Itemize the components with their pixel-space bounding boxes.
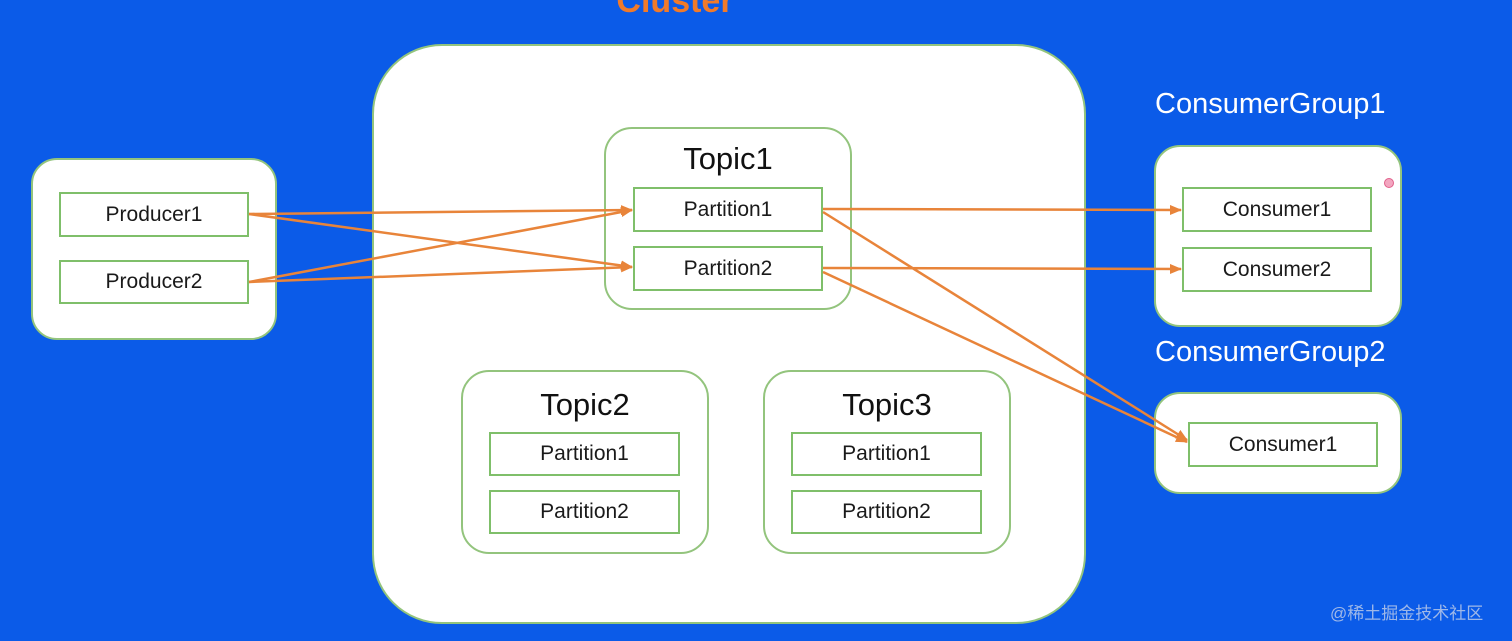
arrow-producer1-to-partition1 [248, 205, 633, 216]
topic1-partition2: Partition2 [633, 246, 823, 291]
cursor-dot-icon [1384, 178, 1394, 188]
producer1-box: Producer1 [59, 192, 249, 237]
arrow-producer2-to-partition2 [248, 262, 633, 284]
topic2-title: Topic2 [540, 387, 630, 422]
topic3-partition1: Partition1 [791, 432, 982, 476]
consumergroup2-consumer1: Consumer1 [1188, 422, 1378, 467]
topic1-title: Topic1 [683, 141, 773, 176]
topic1-partition1: Partition1 [633, 187, 823, 232]
watermark-text: @稀土掘金技术社区 [1330, 604, 1484, 623]
topic3-partition2: Partition2 [791, 490, 982, 534]
arrow-producer1-to-partition2 [248, 212, 633, 271]
topic2-partition2: Partition2 [489, 490, 680, 534]
consumergroup1-title: ConsumerGroup1 [1155, 88, 1386, 120]
topic3-title: Topic3 [842, 387, 932, 422]
arrow-partition2-to-cg1-consumer2 [822, 263, 1182, 274]
producer-panel [31, 158, 277, 340]
cluster-label: Cluster [616, 0, 734, 20]
consumergroup1-panel [1154, 145, 1402, 327]
arrow-partition2-to-cg2-consumer1 [822, 270, 1188, 444]
topic2-partition1: Partition1 [489, 432, 680, 476]
arrow-partition1-to-cg1-consumer1 [822, 204, 1182, 215]
arrow-partition1-to-cg2-consumer1 [822, 210, 1188, 442]
consumergroup1-consumer1: Consumer1 [1182, 187, 1372, 232]
arrow-producer2-to-partition1 [248, 207, 633, 284]
consumergroup2-title: ConsumerGroup2 [1155, 336, 1386, 368]
producer2-box: Producer2 [59, 260, 249, 304]
consumergroup1-consumer2: Consumer2 [1182, 247, 1372, 292]
